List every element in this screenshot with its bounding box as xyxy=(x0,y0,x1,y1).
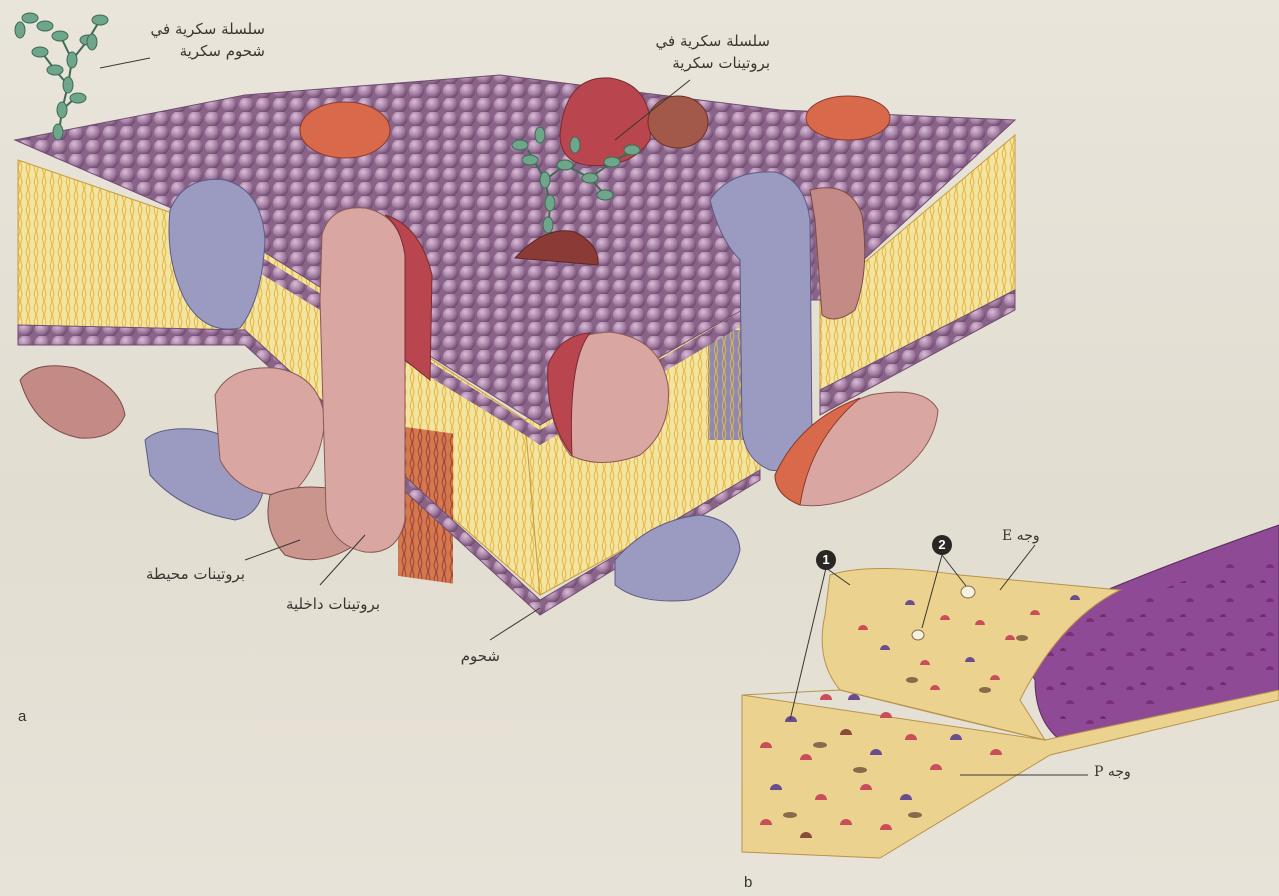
surface-protein-orange xyxy=(300,102,390,158)
glycolipid-sugar-chain xyxy=(15,13,108,140)
panel-b-label: b xyxy=(744,874,752,891)
surface-protein-brown xyxy=(648,96,708,148)
integral-protein-tall xyxy=(320,208,405,553)
surface-protein-orange-right xyxy=(806,96,890,140)
lipid-bilayer-block xyxy=(15,75,1015,615)
marker-1: 1 xyxy=(816,550,836,570)
integral-protein-pink-left xyxy=(215,368,325,495)
e-face-label: وجه E xyxy=(1002,528,1040,544)
lipids-label: شحوم xyxy=(440,645,500,667)
glycoprotein-chain-label: سلسلة سكرية في بروتينات سكرية xyxy=(630,30,770,74)
marker-2: 2 xyxy=(932,535,952,555)
freeze-fracture-diagram xyxy=(742,525,1279,858)
peripheral-protein-left xyxy=(20,366,125,438)
panel-a-label: a xyxy=(18,708,26,725)
glycolipid-chain-label: سلسلة سكرية في شحوم سكرية xyxy=(120,18,265,62)
integral-proteins-label: بروتينات داخلية xyxy=(245,593,380,615)
peripheral-proteins-label: بروتينات محيطة xyxy=(120,563,245,585)
p-face-label: وجه P xyxy=(1094,764,1131,780)
